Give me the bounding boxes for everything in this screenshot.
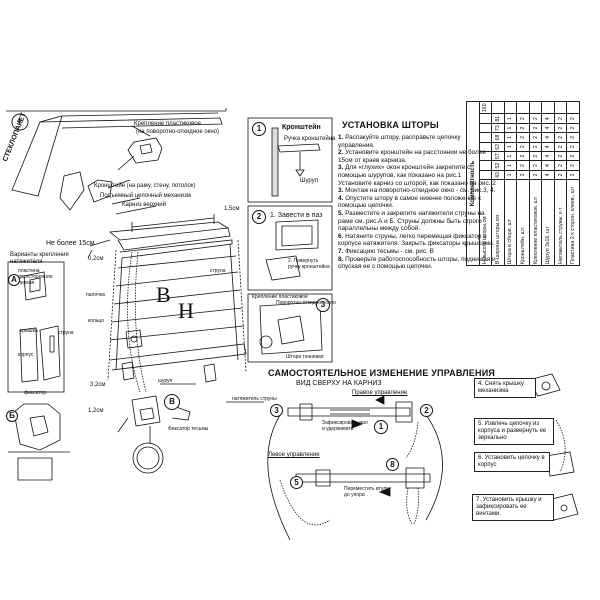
install-step-text: Монтаж на поворотно-откидное окно - см. … bbox=[343, 187, 496, 195]
install-step-number: 1. bbox=[338, 134, 344, 141]
tip-mirror-chain: 5. Извлечь цепочку из корпуса и разверну… bbox=[474, 418, 554, 445]
plastic-mount-note: (на поворотно-откидное окно) bbox=[136, 129, 219, 135]
install-step-text: Фиксацию тесьмы - см. рис. В bbox=[343, 247, 434, 255]
install-step-number: 6. bbox=[338, 232, 344, 240]
screw-label: шуруп bbox=[158, 378, 173, 384]
tip-install-cap: 7. Установить крышку и зафиксировать ее … bbox=[472, 494, 554, 521]
left-control-label: Левое управление bbox=[268, 452, 320, 458]
cap-label: крышка bbox=[20, 328, 38, 334]
dim-12: 1,2см bbox=[88, 408, 104, 414]
install-step: 2. Установите кронштейн на расстоянии не… bbox=[338, 149, 496, 164]
dim-32: 3,2см bbox=[90, 382, 106, 388]
install-step-number: 4. bbox=[338, 194, 344, 202]
height-letter-H: H bbox=[178, 298, 194, 323]
install-step: 4. Опустите штору в самое нижнее положен… bbox=[338, 195, 496, 210]
install-step-text: Проверьте работоспособность шторы, подни… bbox=[338, 255, 496, 271]
install-step: 7. Фиксацию тесьмы - см. рис. В bbox=[338, 248, 496, 256]
hold-note: Зафиксировать вал и удерживать bbox=[322, 420, 368, 432]
dim-15: 1,5см bbox=[224, 206, 240, 212]
install-step-text: Установите кронштейн на расстоянии не бо… bbox=[338, 149, 486, 164]
box-3-label-3: Штора тканевая bbox=[286, 354, 324, 360]
install-step: 3. Для «глухих» окон кронштейн закрепите… bbox=[338, 164, 496, 187]
install-step: 6. Натяните струны, легко перемещая фикс… bbox=[338, 233, 496, 248]
box-2-step-2: 2. Повернуть ручку кронштейна bbox=[288, 258, 330, 270]
install-step: 8. Проверьте работоспособность шторы, по… bbox=[338, 256, 496, 271]
marker-a: А bbox=[8, 274, 20, 286]
bracket-title: Кронштейн bbox=[282, 124, 321, 131]
tape-mount-label: пластина двухсторонняя липкая bbox=[18, 268, 53, 286]
distance-note: Не более 15см bbox=[46, 240, 95, 247]
box-2-step-1: 1. Завести в паз bbox=[270, 212, 323, 219]
install-steps: 1. Распакуйте штору, расправьте цепочку … bbox=[338, 134, 496, 271]
step-1-marker: 1 bbox=[374, 420, 388, 434]
tip-install-chain: 6. Установить цепочку в корпус bbox=[474, 452, 550, 472]
body-label: корпус bbox=[18, 352, 34, 358]
install-step-text: Опустите штору в самое нижнее положение … bbox=[338, 194, 482, 210]
marker-b: Б bbox=[6, 410, 18, 422]
install-step-number: 2. bbox=[338, 149, 344, 157]
plastic-mount-label: Крепление пластиковое bbox=[134, 121, 201, 127]
ring-label: кольцо bbox=[88, 318, 105, 324]
marker-v: B bbox=[164, 394, 180, 410]
install-step: 1. Распакуйте штору, расправьте цепочку … bbox=[338, 134, 496, 149]
move-note: Переместить втулку до упора bbox=[344, 486, 391, 498]
install-step: 5. Разместите и закрепите натяжители стр… bbox=[338, 210, 496, 233]
install-step-text: Для «глухих» окон кронштейн закрепите с … bbox=[338, 164, 496, 187]
box-1-number: 1 bbox=[252, 122, 266, 136]
install-step-text: Разместите и закрепите натяжители струны… bbox=[338, 209, 485, 233]
top-rail-label: Карниз верхний bbox=[122, 202, 166, 208]
box-3-label-2: Поворотно-откидное окно bbox=[276, 300, 336, 306]
string-label: струна bbox=[58, 330, 74, 336]
install-step-text: Натяните струны, легко перемещая фиксато… bbox=[338, 232, 495, 248]
handle-bracket-label: Ручка кронштейна bbox=[284, 136, 336, 142]
step-5-marker: 5 bbox=[290, 476, 303, 489]
tensioner-label: натяжитель струны bbox=[232, 396, 277, 402]
chain-mechanism-label: Подъемный цепочный механизм bbox=[100, 193, 191, 199]
install-step: 3. Монтаж на поворотно-откидное окно - с… bbox=[338, 187, 496, 195]
box-3-number: 3 bbox=[316, 298, 330, 312]
dim-02: 0,2см bbox=[88, 256, 104, 262]
install-step-number: 7. bbox=[338, 247, 344, 255]
install-step-number: 5. bbox=[338, 209, 344, 217]
install-title: УСТАНОВКА ШТОРЫ bbox=[342, 120, 439, 130]
box-3-label-1: Крепление пластиковое bbox=[252, 294, 308, 300]
box-2-number: 2 bbox=[252, 210, 266, 224]
chain-stopper-label: Фиксатор тесьмы bbox=[168, 426, 209, 432]
stick-label: палочка bbox=[86, 292, 105, 298]
step-3-marker: 3 bbox=[270, 404, 283, 417]
install-step-number: 3. bbox=[338, 164, 344, 172]
tip-remove-cap: 4. Снять крышку механизма bbox=[474, 378, 536, 398]
fixator-label: фиксатор bbox=[24, 390, 47, 396]
install-step-number: 8. bbox=[338, 255, 344, 263]
bracket-label: Кронштейн (на раму, стену, потолок) bbox=[94, 183, 196, 189]
tension-variants-title: Варианты крепления натяжителя bbox=[10, 252, 69, 265]
install-step-text: Распакуйте штору, расправьте цепочку упр… bbox=[338, 134, 461, 149]
step-4-number: 4 bbox=[17, 118, 21, 125]
top-view-label: ВИД СВЕРХУ НА КАРНИЗ bbox=[296, 380, 382, 387]
right-control-label: Правое управление bbox=[352, 390, 408, 396]
step-2-marker: 2 bbox=[420, 404, 433, 417]
self-change-title: САМОСТОЯТЕЛЬНОЕ ИЗМЕНЕНИЕ УПРАВЛЕНИЯ bbox=[268, 368, 496, 378]
install-step-number: 3. bbox=[338, 187, 344, 195]
width-letter-B: B bbox=[156, 282, 171, 307]
screw-title: Шуруп bbox=[300, 178, 318, 184]
step-8-marker: 8 bbox=[386, 458, 399, 471]
cord-label: струна bbox=[210, 268, 226, 274]
